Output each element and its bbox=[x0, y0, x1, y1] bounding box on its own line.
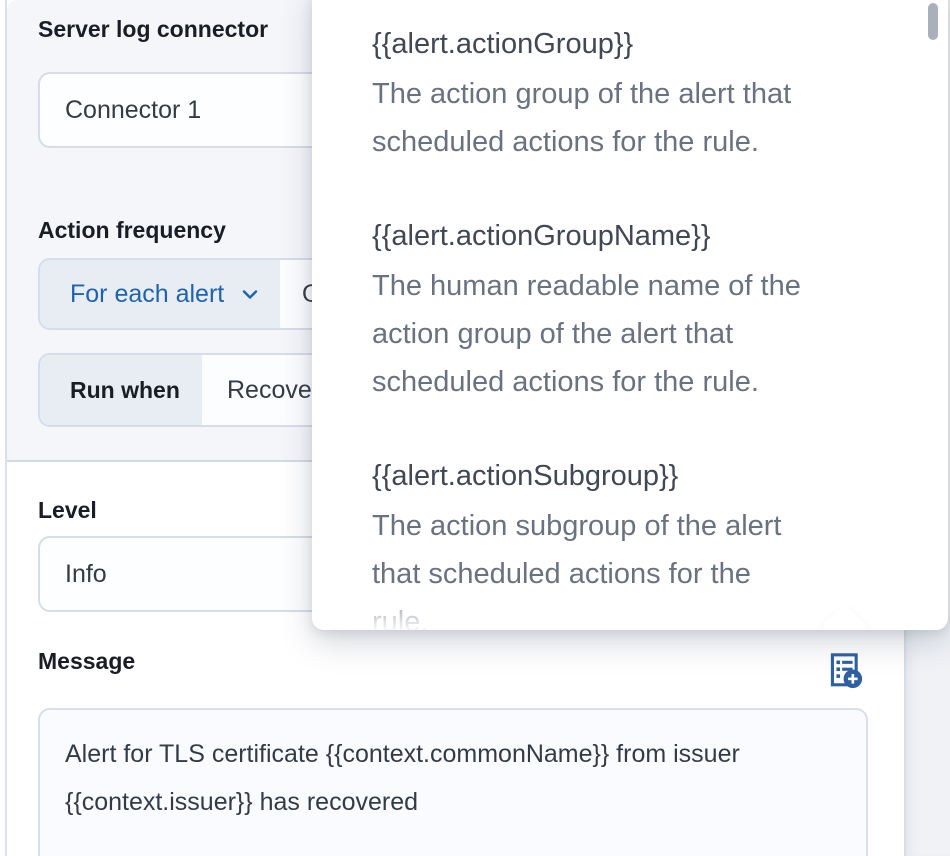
level-select-value: Info bbox=[65, 559, 107, 588]
variable-name: {{alert.actionSubgroup}} bbox=[372, 460, 679, 492]
notify-button-label: For each alert bbox=[70, 279, 225, 308]
action-frequency-label: Action frequency bbox=[38, 217, 226, 243]
notify-for-each-alert-button[interactable]: For each alert bbox=[40, 260, 280, 328]
variable-item-action-subgroup[interactable]: {{alert.actionSubgroup}} The action subg… bbox=[372, 452, 908, 630]
popover-scrollbar[interactable] bbox=[928, 3, 938, 40]
flyout-left-border bbox=[5, 0, 7, 856]
action-variables-popover: {{alert.actionGroup}} The action group o… bbox=[312, 0, 948, 630]
message-textarea[interactable]: Alert for TLS certificate {{context.comm… bbox=[38, 708, 868, 856]
variable-name: {{alert.actionGroup}} bbox=[372, 28, 634, 60]
add-variable-icon bbox=[830, 653, 863, 689]
chevron-down-icon bbox=[243, 290, 258, 299]
message-label: Message bbox=[38, 648, 136, 674]
variable-item-action-group[interactable]: {{alert.actionGroup}} The action group o… bbox=[372, 20, 908, 166]
variable-item-action-group-name[interactable]: {{alert.actionGroupName}} The human read… bbox=[372, 212, 908, 406]
connector-select-value: Connector 1 bbox=[65, 95, 202, 124]
level-label: Level bbox=[38, 497, 97, 523]
panel-title: Server log connector bbox=[38, 16, 269, 42]
add-variable-button[interactable] bbox=[825, 652, 865, 692]
variable-name: {{alert.actionGroupName}} bbox=[372, 220, 711, 252]
run-when-prepend-label: Run when bbox=[40, 355, 202, 425]
